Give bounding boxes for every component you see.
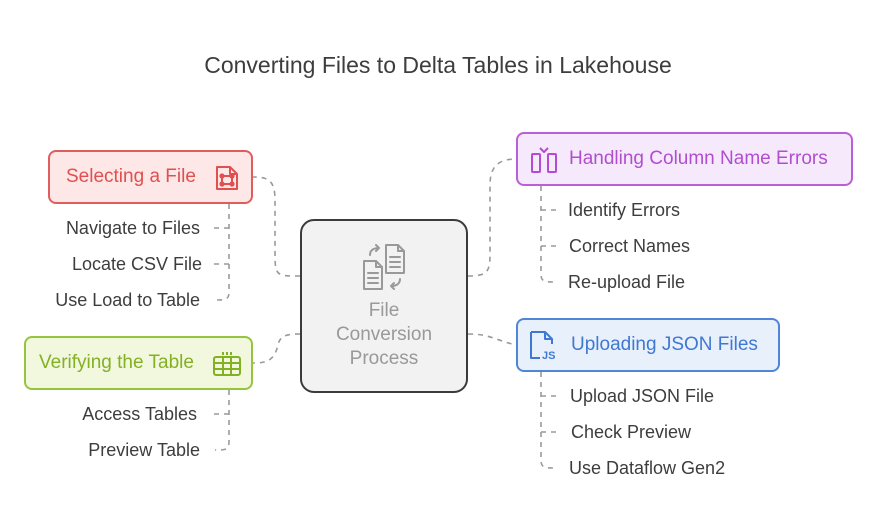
link-verifying-items (214, 390, 230, 451)
uploading-item: Check Preview (571, 422, 692, 442)
handling-item: Re-upload File (568, 272, 686, 292)
link-uploading-items (540, 372, 557, 469)
link-selecting (252, 176, 301, 277)
center-label-line2: Conversion (335, 324, 433, 345)
table-icon (213, 352, 241, 376)
uploading-item: Use Dataflow Gen2 (569, 458, 726, 478)
branch-uploading-json[interactable]: JS Uploading JSON Files (516, 318, 780, 372)
verifying-item: Access Tables (82, 404, 197, 424)
link-handling-items (540, 186, 557, 283)
columns-icon (531, 147, 557, 173)
selecting-item: Navigate to Files (65, 218, 200, 238)
link-handling (467, 158, 517, 277)
branch-uploading-label: Uploading JSON Files (571, 334, 758, 355)
handling-item: Correct Names (569, 236, 691, 256)
branch-selecting-file[interactable]: Selecting a File (48, 150, 253, 204)
uploading-item: Upload JSON File (570, 386, 715, 406)
js-file-icon: JS (530, 331, 555, 362)
branch-selecting-label: Selecting a File (66, 166, 196, 187)
center-label-line1: File (368, 300, 400, 321)
branch-verifying-label: Verifying the Table (39, 352, 194, 373)
center-label-line3: Process (349, 348, 419, 369)
link-uploading (467, 333, 517, 346)
diagram-title: Converting Files to Delta Tables in Lake… (204, 52, 672, 78)
branch-handling-errors[interactable]: Handling Column Name Errors (516, 132, 853, 186)
link-selecting-items (214, 204, 230, 301)
verifying-item: Preview Table (88, 440, 200, 460)
branch-verifying-table[interactable]: Verifying the Table (24, 336, 253, 390)
svg-text:JS: JS (542, 350, 555, 362)
center-node: File Conversion Process (300, 219, 468, 393)
link-verifying (252, 333, 301, 364)
selecting-item: Locate CSV File (71, 254, 202, 274)
file-select-icon (216, 166, 238, 190)
selecting-item: Use Load to Table (55, 290, 200, 310)
handling-item: Identify Errors (568, 200, 681, 220)
file-convert-icon (363, 244, 405, 290)
branch-handling-label: Handling Column Name Errors (569, 148, 828, 169)
